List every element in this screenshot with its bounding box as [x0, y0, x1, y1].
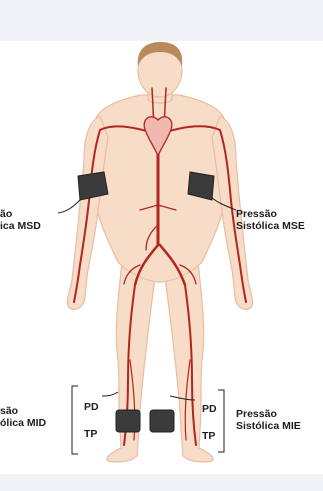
left-leg-tp: TP — [202, 430, 215, 442]
label-mie-line1: Pressão — [236, 408, 301, 420]
left-leg-pd: PD — [202, 403, 217, 415]
label-msd-line2: ica MSD — [0, 220, 41, 232]
right-leg-pd: PD — [84, 401, 99, 413]
right-leg-tp: TP — [84, 428, 97, 440]
leader-msd — [58, 200, 80, 213]
leader-mid — [102, 392, 118, 396]
label-mid-line2: ólica MID — [0, 417, 46, 429]
bracket-mie — [218, 390, 224, 452]
label-mid-line1: são — [0, 405, 46, 417]
label-msd-line1: ão — [0, 208, 41, 220]
label-mse: Pressão Sistólica MSE — [236, 208, 305, 232]
label-msd: ão ica MSD — [0, 208, 41, 232]
label-mid: são ólica MID — [0, 405, 46, 429]
label-mie-line2: Sistólica MIE — [236, 420, 301, 432]
label-mse-line1: Pressão — [236, 208, 305, 220]
human-body — [67, 43, 252, 462]
label-mie: Pressão Sistólica MIE — [236, 408, 301, 432]
cuff-right-leg — [116, 410, 140, 432]
label-mse-line2: Sistólica MSE — [236, 220, 305, 232]
cuff-left-leg — [150, 410, 174, 432]
bracket-mid — [72, 386, 78, 454]
